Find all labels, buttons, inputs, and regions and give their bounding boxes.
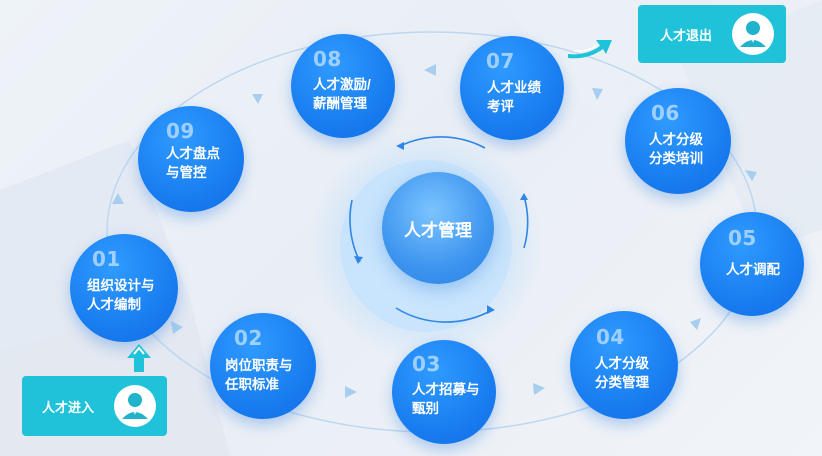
stage-node-05[interactable]: 05 人才调配 <box>700 212 804 316</box>
exit-pill[interactable]: 人才退出 <box>638 5 786 63</box>
stage-label: 组织设计与 人才编制 <box>87 278 155 312</box>
stage-node-06[interactable]: 06 人才分级 分类培训 <box>625 88 731 194</box>
ring-arrows <box>112 64 757 398</box>
ring-arrow <box>252 94 263 104</box>
center-cycle-arrows <box>349 136 529 323</box>
stage-number: 03 <box>412 352 441 376</box>
stage-node-09[interactable]: 09 人才盘点 与管控 <box>138 106 244 212</box>
ring-arrow <box>112 193 124 204</box>
stage-number: 04 <box>596 325 625 349</box>
person-icon <box>114 385 156 427</box>
ring-arrow <box>745 170 757 181</box>
double-arrow-icon <box>127 344 151 372</box>
stage-label: 人才调配 <box>726 262 780 277</box>
stage-number: 06 <box>651 101 680 125</box>
stage-node-07[interactable]: 07 人才业绩 考评 <box>460 36 564 140</box>
stage-label: 人才业绩 考评 <box>487 80 541 114</box>
stage-number: 08 <box>313 47 342 71</box>
ring-arrow <box>171 321 183 334</box>
ring-arrow <box>690 318 701 330</box>
exit-label: 人才退出 <box>660 28 713 43</box>
stage-number: 01 <box>92 247 121 271</box>
ring-arrow <box>533 383 545 395</box>
stage-label: 岗位职责与 任职标准 <box>225 358 293 392</box>
center-label: 人才管理 <box>404 220 472 240</box>
person-icon <box>732 13 774 55</box>
entry-pill[interactable]: 人才进入 <box>22 376 167 436</box>
ring-arrow <box>424 64 436 76</box>
center-node[interactable]: 人才管理 <box>382 172 494 284</box>
stage-label: 人才招募与 甄别 <box>412 382 480 416</box>
stage-label: 人才分级 分类管理 <box>595 356 649 390</box>
stage-node-03[interactable]: 03 人才招募与 甄别 <box>392 340 496 444</box>
stage-label: 人才分级 分类培训 <box>649 132 703 166</box>
ring-arrow <box>592 88 603 100</box>
stage-number: 05 <box>728 226 757 250</box>
stage-number: 09 <box>166 119 195 143</box>
stage-node-02[interactable]: 02 岗位职责与 任职标准 <box>210 313 316 419</box>
double-arrow-icon <box>568 40 612 59</box>
ring-arrow <box>345 386 357 398</box>
stage-node-08[interactable]: 08 人才激励/ 薪酬管理 <box>291 34 395 138</box>
stage-node-04[interactable]: 04 人才分级 分类管理 <box>570 311 678 419</box>
stage-label: 人才盘点 与管控 <box>166 146 220 180</box>
entry-label: 人才进入 <box>42 400 95 415</box>
stage-label: 人才激励/ 薪酬管理 <box>313 77 371 111</box>
stage-number: 07 <box>486 49 515 73</box>
stage-number: 02 <box>234 326 263 350</box>
stage-node-01[interactable]: 01 组织设计与 人才编制 <box>70 234 178 342</box>
